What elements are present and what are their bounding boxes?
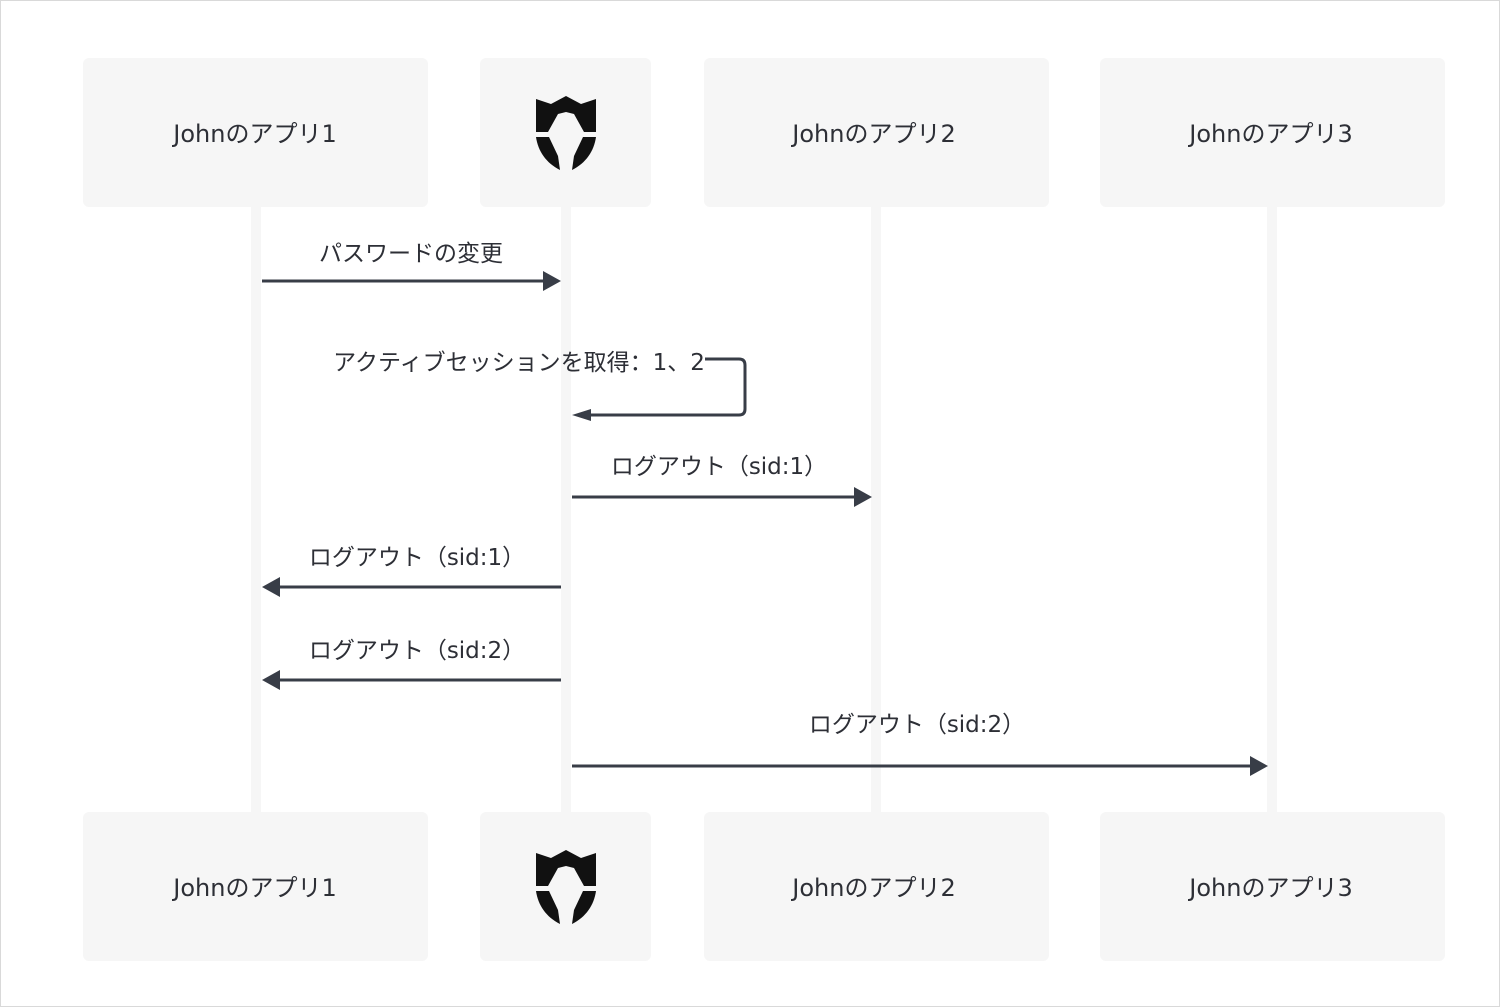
participant-app1-top: Johnのアプリ1 — [83, 58, 428, 207]
message-get-active-sessions: アクティブセッションを取得：1、2 — [333, 350, 747, 421]
arrow-head — [572, 409, 591, 421]
participant-app3-label: Johnのアプリ3 — [1187, 874, 1352, 902]
participant-app3-label: Johnのアプリ3 — [1187, 120, 1352, 148]
arrow-head — [262, 577, 280, 597]
message-logout-sid1-app2: ログアウト（sid:1） — [572, 454, 872, 507]
participant-app2-top: Johnのアプリ2 — [704, 58, 1049, 207]
message-label: ログアウト（sid:2） — [809, 712, 1025, 738]
message-change-password: パスワードの変更 — [262, 241, 561, 291]
lifeline-app2 — [871, 206, 881, 813]
participant-auth-top — [480, 58, 651, 207]
message-logout-sid2-app1: ログアウト（sid:2） — [262, 638, 561, 690]
arrow-head — [262, 670, 280, 690]
message-logout-sid2-app3: ログアウト（sid:2） — [572, 712, 1268, 776]
lifeline-app3 — [1267, 206, 1277, 813]
lifeline-auth — [561, 206, 571, 813]
participant-app1-label: Johnのアプリ1 — [171, 120, 336, 148]
arrow-head — [854, 487, 872, 507]
arrow-head — [543, 271, 561, 291]
message-logout-sid1-app1: ログアウト（sid:1） — [262, 545, 561, 597]
message-label: ログアウト（sid:2） — [309, 638, 525, 664]
participant-app2-label: Johnのアプリ2 — [790, 874, 955, 902]
message-label: ログアウト（sid:1） — [309, 545, 525, 571]
message-label: パスワードの変更 — [319, 241, 503, 267]
participant-app1-bottom: Johnのアプリ1 — [83, 812, 428, 961]
message-label: アクティブセッションを取得：1、2 — [333, 350, 705, 376]
participant-auth-bottom — [480, 812, 651, 961]
participant-app3-top: Johnのアプリ3 — [1100, 58, 1445, 207]
participant-app1-label: Johnのアプリ1 — [171, 874, 336, 902]
message-label: ログアウト（sid:1） — [611, 454, 827, 480]
arrow-head — [1250, 756, 1268, 776]
participant-app2-bottom: Johnのアプリ2 — [704, 812, 1049, 961]
lifeline-app1 — [251, 206, 261, 813]
participant-app3-bottom: Johnのアプリ3 — [1100, 812, 1445, 961]
participant-app2-label: Johnのアプリ2 — [790, 120, 955, 148]
